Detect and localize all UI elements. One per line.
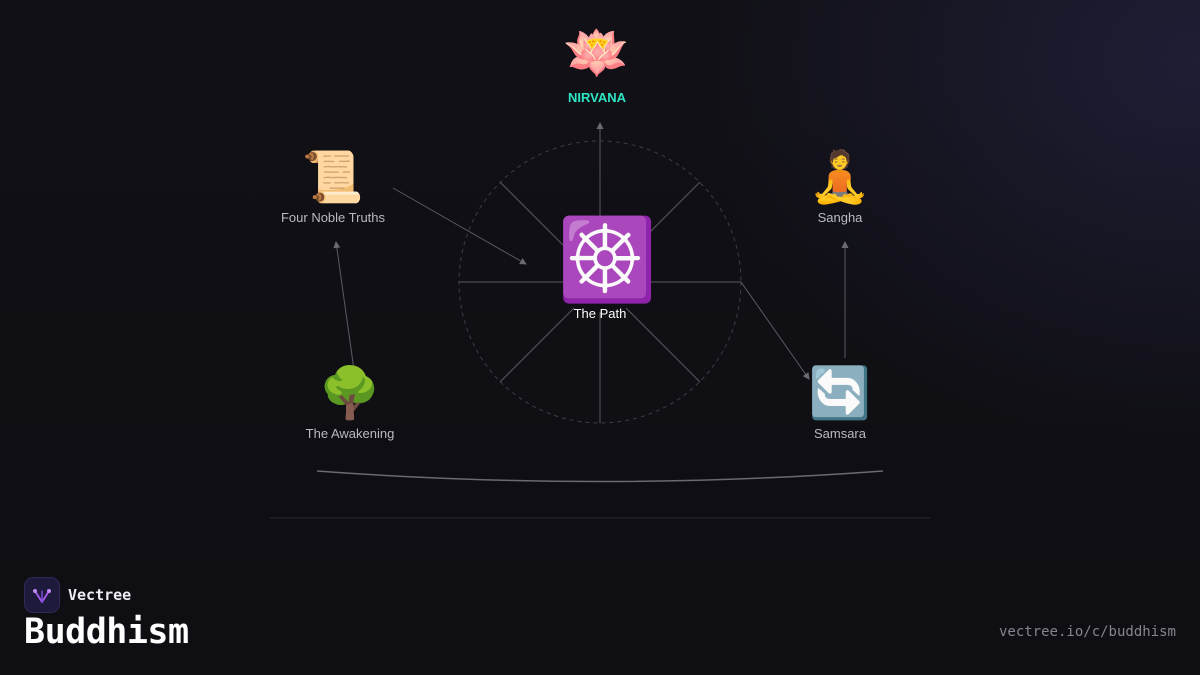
node-four-noble-truths-label: Four Noble Truths: [280, 210, 386, 225]
arrow-truths-to-path: [392, 187, 527, 265]
brand[interactable]: Vectree: [24, 577, 131, 613]
scroll-icon: 📜: [301, 149, 365, 205]
ground-curve: [316, 470, 884, 483]
arrow-awakening-to-truths: [333, 241, 356, 378]
dharma-wheel-icon: ☸️: [557, 215, 657, 304]
spoke-upper-right: [629, 181, 701, 253]
spoke-upper-left: [499, 181, 571, 253]
vectree-logo-icon: [24, 577, 60, 613]
arrow-path-to-samsara: [740, 281, 810, 380]
spoke-lower-right: [625, 307, 701, 383]
node-four-noble-truths[interactable]: 📜 Four Noble Truths: [281, 152, 385, 225]
lotus-icon: 🪷: [563, 23, 631, 83]
node-the-awakening[interactable]: 🌳 The Awakening: [306, 368, 395, 441]
brand-name: Vectree: [68, 586, 132, 604]
node-nirvana-label: NIRVANA: [567, 90, 627, 105]
spoke-lower-left: [499, 307, 575, 383]
node-sangha-label: Sangha: [817, 210, 863, 225]
page-title: Buddhism: [24, 612, 189, 652]
node-the-path[interactable]: ☸️ The Path: [557, 215, 657, 322]
cycle-arrows-icon: 🔄: [808, 365, 872, 421]
tree-icon: 🌳: [318, 365, 382, 421]
meditating-person-icon: 🧘: [808, 149, 872, 205]
node-nirvana[interactable]: 🪷 NIRVANA: [563, 26, 630, 105]
node-sangha[interactable]: 🧘 Sangha: [809, 152, 871, 225]
connector-arrows: [333, 187, 849, 380]
node-samsara-label: Samsara: [813, 426, 867, 441]
wheel-spokes: [459, 122, 741, 423]
node-the-awakening-label: The Awakening: [305, 426, 395, 441]
page-url[interactable]: vectree.io/c/buddhism: [998, 624, 1176, 640]
node-samsara[interactable]: 🔄 Samsara: [809, 368, 871, 441]
node-the-path-label: The Path: [573, 306, 627, 321]
